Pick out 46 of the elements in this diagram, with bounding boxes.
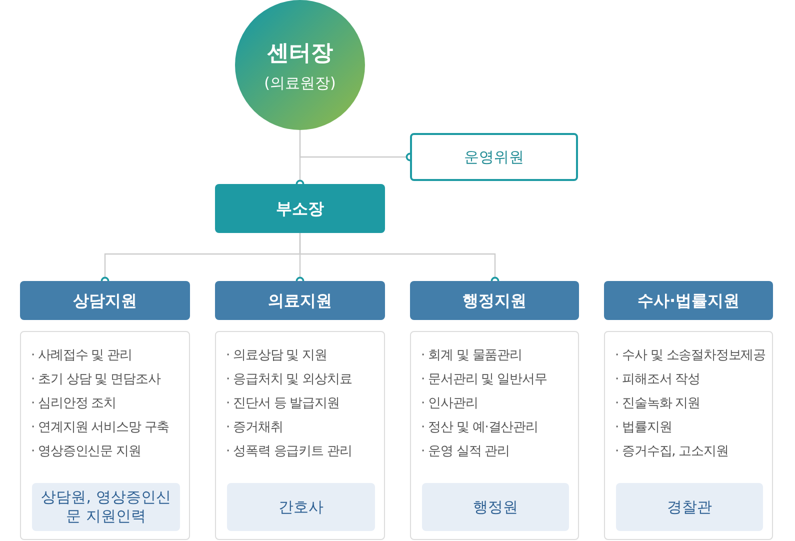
duty-card — [410, 331, 579, 540]
department-header — [604, 281, 773, 320]
header-label: 상담지원 — [73, 290, 137, 310]
list-item: · 의료상담 및 지원 — [226, 347, 328, 365]
list-item: · 법률지원 — [615, 419, 673, 437]
list-item: · 회계 및 물품관리 — [421, 347, 523, 365]
duty-card — [20, 331, 190, 540]
list-item: · 초기 상담 및 면담조사 — [31, 371, 162, 389]
header-label: 행정지원 — [462, 290, 526, 310]
staff-label: 간호사 — [278, 498, 324, 516]
list-item: · 증거채취 — [226, 419, 284, 437]
header-label: 의료지원 — [268, 290, 332, 310]
department-header — [20, 281, 190, 320]
list-item: · 증거수집, 고소지원 — [615, 443, 730, 461]
list-item: · 응급처치 및 외상치료 — [226, 371, 353, 389]
list-item: · 운영 실적 관리 — [421, 443, 511, 461]
header-label: 수사·법률지원 — [637, 290, 740, 310]
deputy-box — [215, 184, 385, 233]
list-item: · 연계지원 서비스망 구축 — [31, 419, 170, 437]
list-item: · 피해조서 작성 — [615, 371, 701, 389]
staff-box — [616, 483, 763, 531]
node-label: 센터장 — [267, 40, 333, 68]
list-item: · 진술녹화 지원 — [615, 395, 701, 413]
staff-box — [422, 483, 569, 531]
department-header — [215, 281, 385, 320]
staff-label: 상담원, 영상증인신문 지원인력 — [40, 488, 172, 526]
duty-card — [215, 331, 385, 540]
list-item: · 성폭력 응급키트 관리 — [226, 443, 353, 461]
list-item: · 영상증인신문 지원 — [31, 443, 142, 461]
box-label: 부소장 — [276, 198, 324, 218]
list-item: · 심리안정 조치 — [31, 395, 117, 413]
committee-box — [410, 133, 578, 181]
list-item: · 인사관리 — [421, 395, 479, 413]
department-header — [410, 281, 579, 320]
list-item: · 문서관리 및 일반서무 — [421, 371, 548, 389]
duty-card — [604, 331, 773, 540]
box-label: 운영위원 — [464, 148, 524, 166]
staff-label: 행정원 — [473, 498, 518, 516]
list-item: · 사례접수 및 관리 — [31, 347, 133, 365]
list-item: · 진단서 등 발급지원 — [226, 395, 340, 413]
list-item: · 수사 및 소송절차정보제공 — [615, 347, 767, 365]
staff-box — [32, 483, 180, 531]
node-subtitle: (의료원장) — [264, 74, 336, 92]
list-item: · 정산 및 예·결산관리 — [421, 419, 539, 437]
staff-box — [227, 483, 375, 531]
staff-label: 경찰관 — [667, 498, 712, 516]
